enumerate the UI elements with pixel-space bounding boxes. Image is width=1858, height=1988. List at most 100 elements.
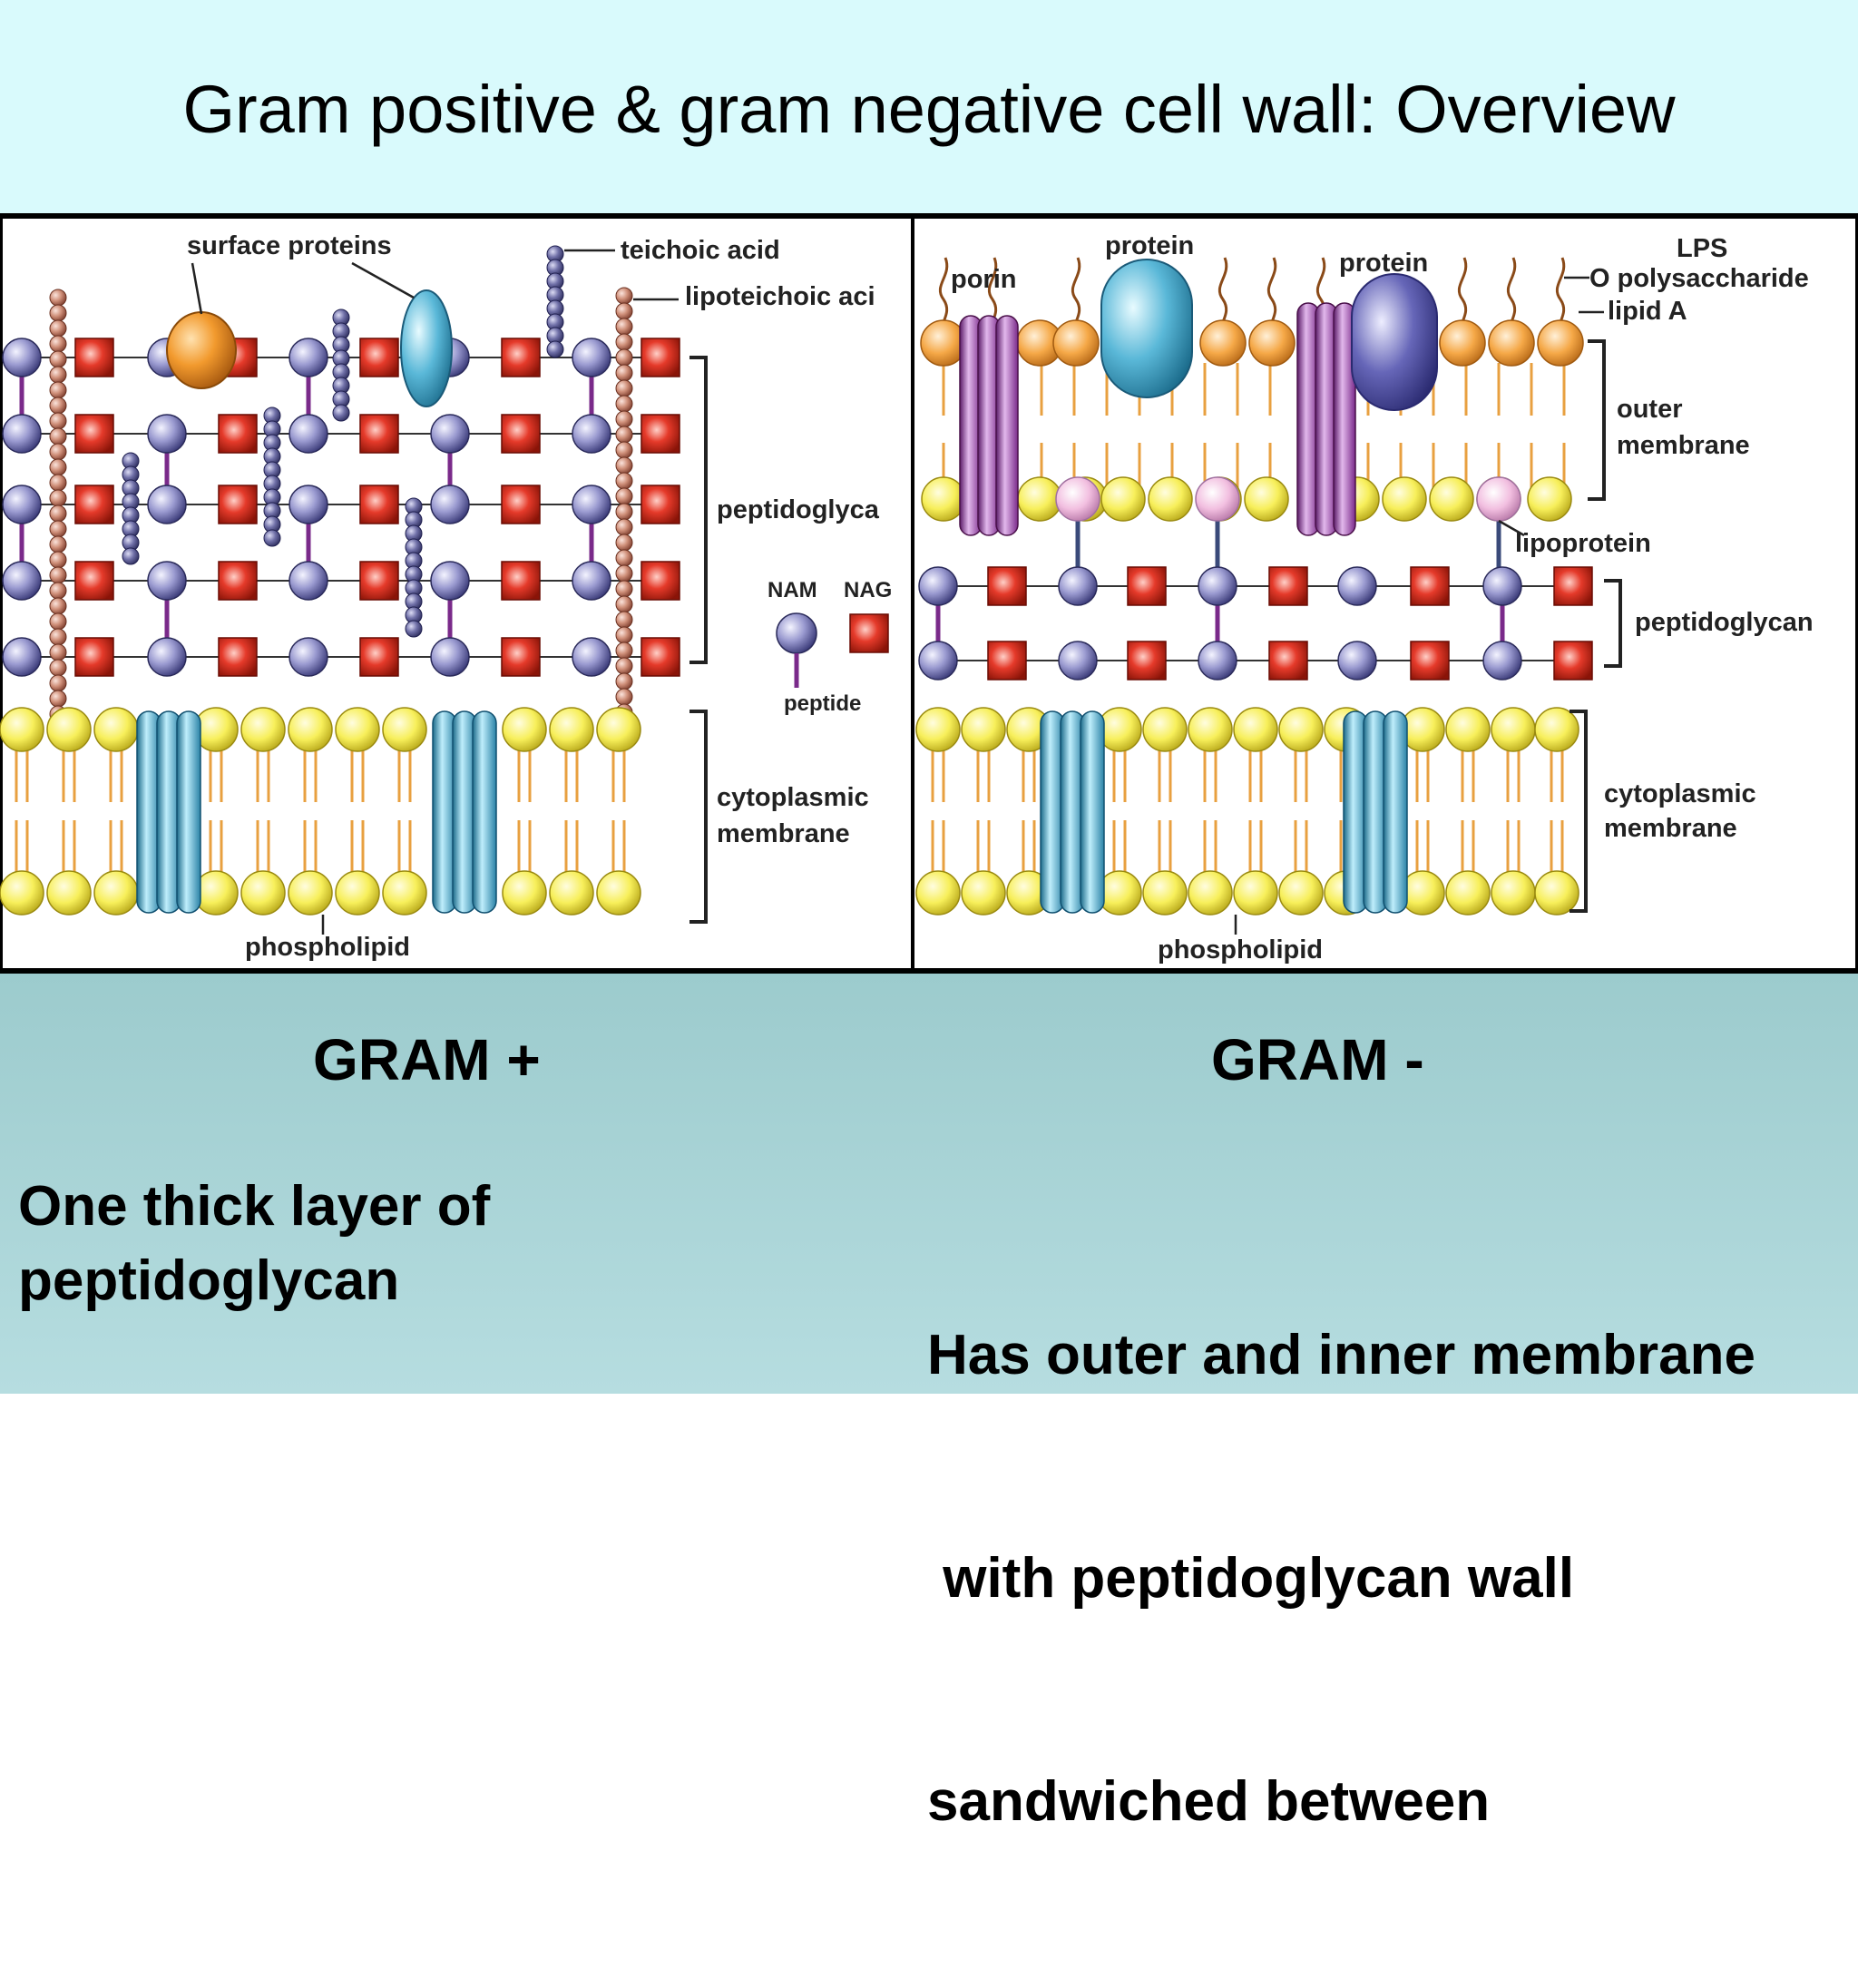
chain-bead bbox=[49, 474, 67, 492]
chain-bead bbox=[49, 504, 67, 523]
membrane-channel-protein bbox=[1080, 710, 1105, 914]
nag-sugar bbox=[1410, 566, 1450, 606]
phospholipid-head bbox=[0, 870, 44, 916]
chain-bead bbox=[615, 534, 633, 552]
nag-sugar bbox=[1127, 566, 1167, 606]
label-protein-1: protein bbox=[1105, 231, 1194, 260]
nam-sugar bbox=[147, 561, 187, 601]
label-peptidoglycan: peptidoglyca bbox=[717, 495, 880, 524]
lipoprotein bbox=[1476, 476, 1521, 522]
label-membrane: membrane bbox=[717, 819, 850, 848]
chain-bead bbox=[49, 566, 67, 584]
porin bbox=[1333, 302, 1356, 536]
chain-bead bbox=[263, 529, 281, 547]
phospholipid-head bbox=[240, 870, 286, 916]
chain-bead bbox=[49, 366, 67, 384]
phospholipid-head bbox=[288, 870, 333, 916]
chain-bead bbox=[615, 641, 633, 660]
chain-bead bbox=[49, 304, 67, 322]
chain-bead bbox=[615, 487, 633, 505]
nag-sugar bbox=[501, 338, 541, 377]
phospholipid-head bbox=[1527, 476, 1572, 522]
nag-sugar bbox=[641, 637, 680, 677]
chain-bead bbox=[49, 458, 67, 476]
chain-bead bbox=[49, 443, 67, 461]
nag-sugar bbox=[359, 637, 399, 677]
nag-sugar bbox=[1127, 641, 1167, 681]
chain-bead bbox=[49, 690, 67, 708]
phospholipid-head bbox=[1142, 707, 1188, 752]
phospholipid-head bbox=[1100, 476, 1146, 522]
nam-sugar bbox=[1482, 641, 1522, 681]
label-peptidoglycan: peptidoglycan bbox=[1635, 608, 1814, 637]
summary-panel: GRAM + GRAM - One thick layer of peptido… bbox=[0, 971, 1858, 1833]
nam-sugar bbox=[776, 612, 817, 654]
chain-bead bbox=[615, 441, 633, 459]
lipid-a-head bbox=[1439, 319, 1486, 367]
gram-positive-description-line: One thick layer of bbox=[18, 1175, 491, 1238]
porin bbox=[995, 315, 1019, 536]
chain-bead bbox=[49, 582, 67, 600]
lipid-a-head bbox=[1537, 319, 1584, 367]
nag-sugar bbox=[641, 338, 680, 377]
chain-bead bbox=[615, 364, 633, 382]
gram-negative-description-line: Has outer and inner membrane bbox=[927, 1324, 1756, 1386]
chain-bead bbox=[49, 659, 67, 677]
nam-sugar bbox=[572, 338, 611, 377]
label-surface-proteins: surface proteins bbox=[187, 231, 392, 260]
label-lps: LPS bbox=[1677, 234, 1727, 263]
phospholipid-head bbox=[1142, 870, 1188, 916]
chain-bead bbox=[615, 333, 633, 351]
chain-bead bbox=[615, 549, 633, 567]
chain-bead bbox=[615, 472, 633, 490]
legend-peptide: peptide bbox=[784, 691, 861, 716]
chain-bead bbox=[546, 340, 564, 358]
nam-sugar bbox=[430, 561, 470, 601]
surface-protein bbox=[400, 289, 453, 407]
chain-bead bbox=[49, 289, 67, 307]
phospholipid-head bbox=[382, 870, 427, 916]
gram-negative-heading: GRAM - bbox=[1211, 1027, 1424, 1092]
membrane-channel-protein bbox=[472, 710, 497, 914]
chain-bead bbox=[49, 551, 67, 569]
phospholipid-head bbox=[0, 707, 44, 752]
phospholipid-head bbox=[921, 476, 966, 522]
nag-sugar bbox=[1268, 641, 1308, 681]
chain-bead bbox=[49, 628, 67, 646]
nam-sugar bbox=[1198, 566, 1237, 606]
leader-line bbox=[1498, 519, 1525, 537]
gram-negative-description: Has outer and inner membrane with peptid… bbox=[927, 1170, 1755, 1988]
nam-sugar bbox=[918, 566, 958, 606]
label-porin: porin bbox=[951, 265, 1017, 294]
nag-sugar bbox=[218, 637, 258, 677]
chain-bead bbox=[49, 612, 67, 631]
membrane-channel-protein bbox=[176, 710, 201, 914]
nag-sugar bbox=[1410, 641, 1450, 681]
nam-sugar bbox=[1058, 566, 1098, 606]
nam-sugar bbox=[288, 338, 328, 377]
nag-sugar bbox=[359, 561, 399, 601]
bracket bbox=[1588, 339, 1606, 501]
phospholipid-head bbox=[502, 870, 547, 916]
phospholipid-head bbox=[1491, 870, 1536, 916]
phospholipid-head bbox=[46, 870, 92, 916]
chain-bead bbox=[49, 350, 67, 368]
nam-sugar bbox=[572, 485, 611, 524]
nam-sugar bbox=[1337, 566, 1377, 606]
chain-bead bbox=[615, 395, 633, 413]
gram-negative-diagram: porin protein protein LPS O polysacchari… bbox=[915, 231, 1814, 965]
nag-sugar bbox=[501, 637, 541, 677]
lipid-a-head bbox=[1199, 319, 1247, 367]
nag-sugar bbox=[987, 566, 1027, 606]
phospholipid-head bbox=[961, 870, 1006, 916]
phospholipid-head bbox=[1188, 870, 1233, 916]
phospholipid-head bbox=[46, 707, 92, 752]
phospholipid-head bbox=[1244, 476, 1289, 522]
chain-bead bbox=[49, 381, 67, 399]
nam-sugar bbox=[1198, 641, 1237, 681]
gram-positive-heading: GRAM + bbox=[313, 1027, 541, 1092]
chain-bead bbox=[49, 535, 67, 553]
gram-negative-description-line: sandwiched between bbox=[927, 1770, 1491, 1833]
bracket bbox=[1570, 710, 1588, 913]
chain-bead bbox=[49, 427, 67, 446]
